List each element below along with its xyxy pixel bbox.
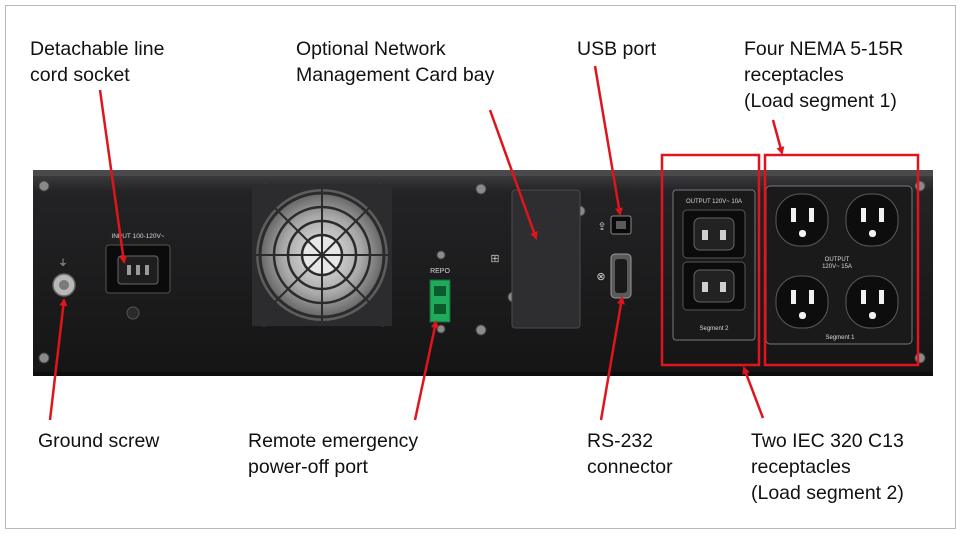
- input-rating-text: INPUT 100-120V~: [111, 233, 164, 240]
- svg-text:⇪: ⇪: [597, 221, 606, 233]
- label-nema: Four NEMA 5-15R receptacles (Load segmen…: [744, 38, 904, 112]
- label-network-card: Optional Network Management Card bay: [296, 38, 495, 86]
- nema-highlight-box: [763, 153, 920, 367]
- callout-arrows: [48, 65, 785, 421]
- segment2-text: Segment 2: [699, 326, 729, 332]
- label-epo: Remote emergency power-off port: [248, 430, 419, 478]
- arrow-epo: [413, 320, 439, 421]
- ground-screw: ⏚: [52, 258, 76, 297]
- segment1-text: Segment 1: [825, 335, 855, 341]
- arrow-iec: [742, 366, 765, 419]
- arrow-nema: [771, 119, 785, 155]
- svg-text:⏚: ⏚: [58, 258, 67, 268]
- svg-text:⊗: ⊗: [596, 271, 605, 283]
- arrow-usb: [593, 65, 623, 216]
- nema-panel: [765, 185, 913, 345]
- iec-highlight-box: [660, 153, 761, 367]
- svg-text:⊞: ⊞: [490, 253, 499, 265]
- label-ground: Ground screw: [38, 430, 160, 452]
- line-cord-socket: [105, 244, 171, 294]
- network-card-bay: ⊞: [490, 189, 581, 329]
- iec-c13-panel: [672, 189, 756, 341]
- label-rs232: RS-232 connector: [587, 430, 673, 478]
- label-usb: USB port: [577, 38, 657, 60]
- c13-output-text: OUTPUT 120V~ 10A: [686, 199, 742, 205]
- arrow-line-cord: [98, 89, 128, 264]
- cooling-fan: [252, 184, 392, 326]
- repo-text: REPO: [430, 268, 450, 275]
- label-iec: Two IEC 320 C13 receptacles (Load segmen…: [751, 430, 904, 504]
- arrow-rs232: [599, 296, 625, 421]
- rs232-port: ⊗: [596, 253, 632, 299]
- label-line-cord: Detachable line cord socket: [30, 38, 165, 86]
- usb-port: ⇪: [597, 215, 632, 235]
- arrow-network-card: [488, 109, 538, 240]
- epo-port: [429, 279, 451, 323]
- arrow-ground: [48, 298, 68, 421]
